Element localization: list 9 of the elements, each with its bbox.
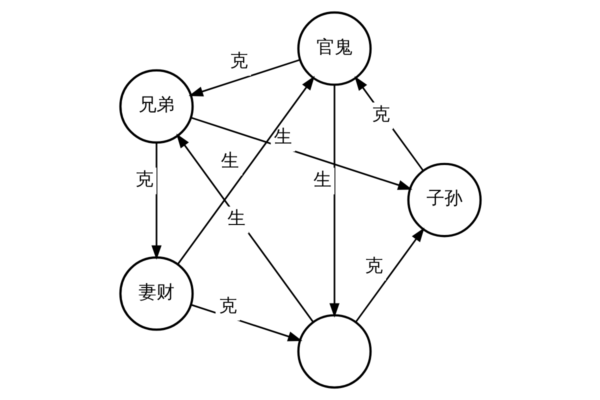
edge-label: 生 (220, 151, 239, 172)
edge-label: 生 (274, 127, 292, 148)
edge-label: 生 (227, 209, 246, 230)
edge-label: 克 (229, 52, 248, 72)
edge-label: 克 (134, 170, 153, 190)
edge-label: 生 (312, 170, 331, 190)
edge-label: 克 (371, 105, 390, 126)
edge-label: 克 (218, 296, 236, 317)
edge-label: 克 (364, 256, 382, 276)
